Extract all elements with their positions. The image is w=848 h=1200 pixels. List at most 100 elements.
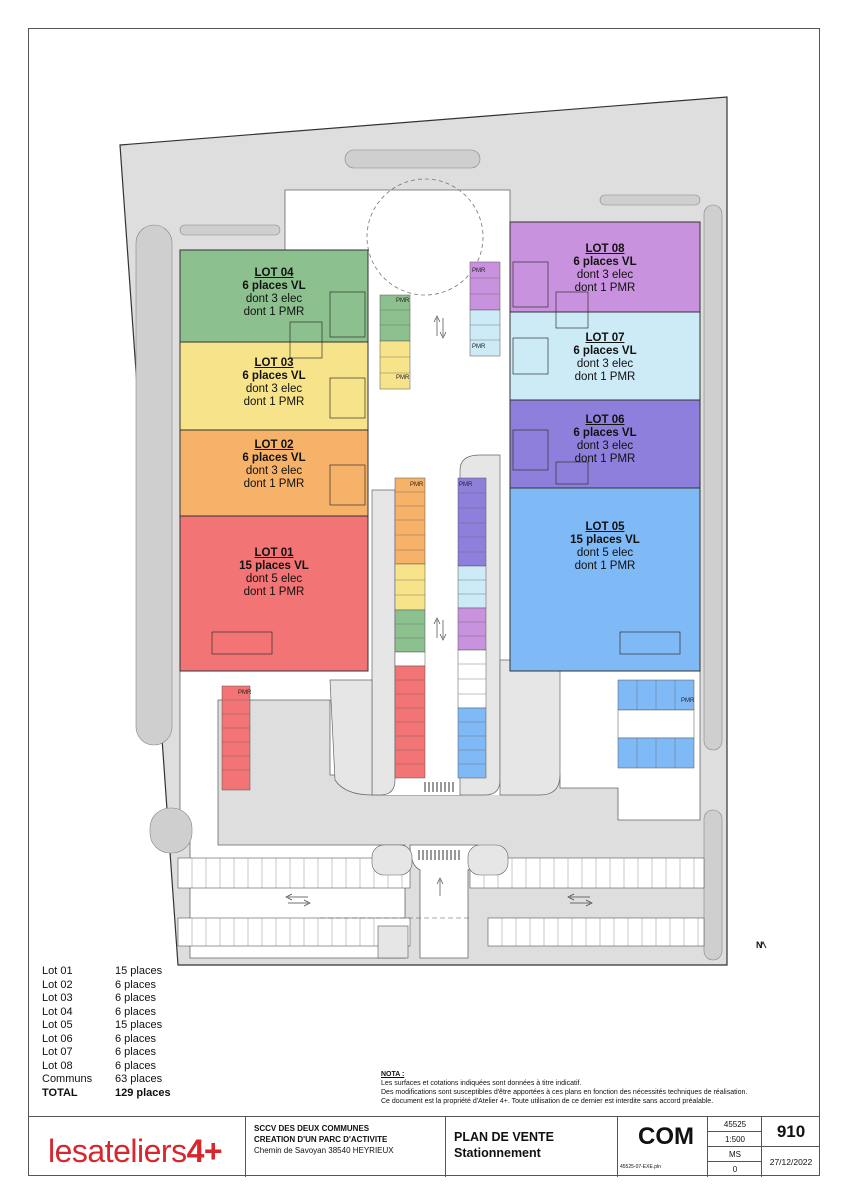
summary-name: Lot 08 xyxy=(42,1059,73,1072)
summary-name: Lot 02 xyxy=(42,978,73,991)
lot-places: 6 places VL xyxy=(573,427,637,439)
bottom-parking xyxy=(177,857,705,959)
revision-index: 0 xyxy=(732,1165,738,1174)
lot-title: LOT 02 xyxy=(254,439,294,451)
lot-pmr: dont 1 PMR xyxy=(574,371,636,383)
pmr-label: PMR xyxy=(459,482,473,488)
title-block: lesateliers4+ SCCV DES DEUX COMMUNES CRE… xyxy=(28,1116,820,1177)
document-title-line2: Stationnement xyxy=(454,1146,541,1160)
summary-name: Lot 05 xyxy=(42,1019,73,1031)
lot-label: LOT 06 6 places VL dont 3 elec dont 1 PM… xyxy=(545,414,665,466)
lot-label: LOT 02 6 places VL dont 3 elec dont 1 PM… xyxy=(214,439,334,491)
summary-name: Lot 01 xyxy=(42,965,73,977)
lot-pmr: dont 1 PMR xyxy=(243,396,305,408)
summary-value: 15 places xyxy=(115,965,163,977)
lot-03-building xyxy=(179,341,369,431)
drawing-date: 27/12/2022 xyxy=(769,1157,813,1167)
total-value: 129 places xyxy=(115,1086,171,1099)
lot-places: 15 places VL xyxy=(239,560,309,572)
parking-lot01-stalls xyxy=(221,685,251,791)
client-cell xyxy=(246,1117,446,1177)
green-strip xyxy=(135,224,173,746)
summary-total: TOTAL 129 places xyxy=(42,1087,171,1101)
project-name: CREATION D'UN PARC D'ACTIVITE xyxy=(254,1135,388,1144)
summary-value: 6 places xyxy=(115,992,156,1004)
lot-elec: dont 3 elec xyxy=(576,440,634,452)
meta-cell xyxy=(708,1117,762,1177)
island-left xyxy=(371,489,396,796)
lot-places: 6 places VL xyxy=(242,370,306,382)
pmr-label: PMR xyxy=(396,375,410,381)
phase-code: COM xyxy=(638,1123,694,1150)
green-strip xyxy=(703,809,723,961)
client-info: SCCV DES DEUX COMMUNES CREATION D'UN PAR… xyxy=(254,1123,394,1156)
drawing-frame xyxy=(28,28,820,1176)
lot-02-building xyxy=(179,429,369,517)
nota-line: Des modifications sont susceptibles d'êt… xyxy=(381,1089,748,1096)
nota-block: NOTA : Les surfaces et cotations indiqué… xyxy=(381,1070,811,1106)
summary-name: Lot 07 xyxy=(42,1046,73,1058)
file-name: 45525-07-EXE.pln xyxy=(620,1164,661,1170)
lot-title: LOT 06 xyxy=(585,414,625,426)
lot-pmr: dont 1 PMR xyxy=(243,478,305,490)
lot-elec: dont 3 elec xyxy=(576,269,634,281)
pmr-label: PMR xyxy=(472,268,486,274)
island-entry-right xyxy=(467,844,509,876)
summary-value: 6 places xyxy=(115,1032,156,1045)
lot-places: 6 places VL xyxy=(242,280,306,292)
pmr-label: PMR xyxy=(410,482,424,488)
pmr-label: PMR xyxy=(681,698,695,704)
stair-cores xyxy=(211,261,681,655)
parking-central-left xyxy=(394,477,426,779)
lot-places: 15 places VL xyxy=(570,534,640,546)
lot-label: LOT 01 15 places VL dont 5 elec dont 1 P… xyxy=(214,547,334,599)
green-strip xyxy=(149,807,193,854)
lot-elec: dont 3 elec xyxy=(245,383,303,395)
lot-label: LOT 04 6 places VL dont 3 elec dont 1 PM… xyxy=(214,267,334,319)
island-left-2 xyxy=(329,679,373,796)
lot-title: LOT 05 xyxy=(585,521,625,533)
green-strip xyxy=(599,194,701,206)
company-logo: lesateliers4+ xyxy=(48,1133,223,1170)
summary-row: Lot 08 6 places xyxy=(42,1060,171,1074)
lot-label: LOT 08 6 places VL dont 3 elec dont 1 PM… xyxy=(545,243,665,295)
green-strip xyxy=(344,149,481,169)
green-strip xyxy=(179,224,281,236)
lot-places: 6 places VL xyxy=(573,256,637,268)
logo-suffix: 4+ xyxy=(186,1133,223,1169)
sheet-number: 910 xyxy=(762,1117,820,1147)
pmr-label: PMR xyxy=(472,344,486,350)
summary-name: Lot 04 xyxy=(42,1005,73,1018)
lot-08-building xyxy=(509,221,701,313)
total-name: TOTAL xyxy=(42,1086,78,1099)
north-arrow-icon xyxy=(759,940,767,949)
bottom-stall-lines xyxy=(191,858,699,946)
summary-row: Lot 01 15 places xyxy=(42,965,171,979)
phase-cell xyxy=(618,1117,708,1177)
north-label: N xyxy=(756,940,763,950)
lot-elec: dont 3 elec xyxy=(245,465,303,477)
summary-value: 6 places xyxy=(115,1059,156,1072)
lot-elec: dont 3 elec xyxy=(576,358,634,370)
document-title-line1: PLAN DE VENTE xyxy=(454,1130,555,1144)
client-name: SCCV DES DEUX COMMUNES xyxy=(254,1124,370,1133)
author: MS xyxy=(708,1147,762,1162)
lot-places: 6 places VL xyxy=(242,452,306,464)
lot-label: LOT 05 15 places VL dont 5 elec dont 1 P… xyxy=(545,521,665,573)
parking-lot04-stalls xyxy=(379,294,411,390)
lot-title: LOT 08 xyxy=(585,243,625,255)
lot-label: LOT 07 6 places VL dont 3 elec dont 1 PM… xyxy=(545,332,665,384)
pmr-label: PMR xyxy=(238,690,252,696)
lot-elec: dont 5 elec xyxy=(245,573,303,585)
lot-pmr: dont 1 PMR xyxy=(574,560,636,572)
island-right-2 xyxy=(499,659,561,796)
parking-lot08-stalls xyxy=(469,261,501,357)
logo-text: lesateliers xyxy=(48,1133,187,1169)
